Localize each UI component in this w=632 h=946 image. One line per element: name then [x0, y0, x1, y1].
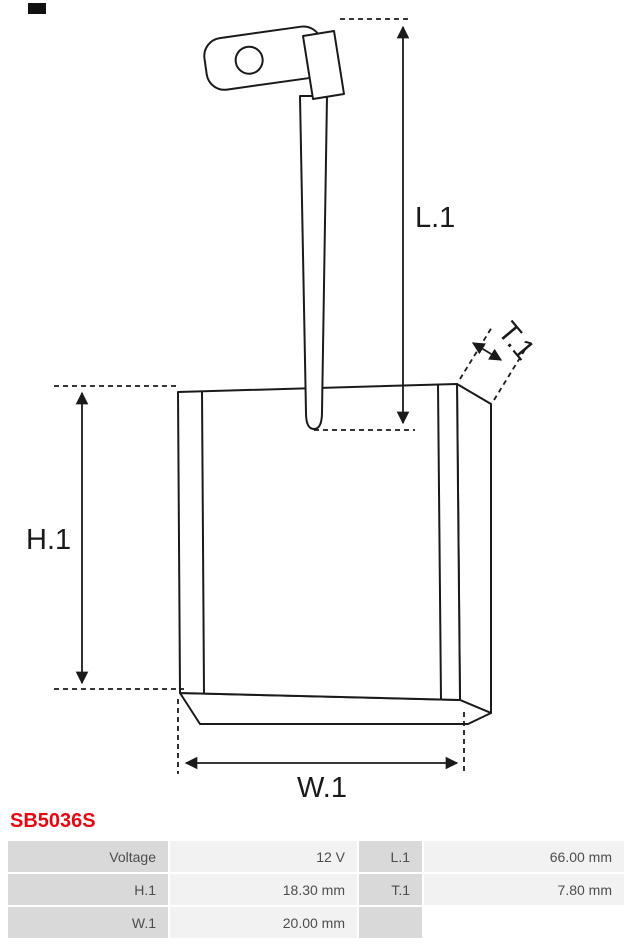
spec-value-voltage: 12 V [170, 841, 357, 872]
dim-length-label: L.1 [415, 202, 455, 234]
brush-edge-line-right [437, 384, 442, 701]
spec-value-l1: 66.00 mm [424, 841, 624, 872]
spec-value-w1: 20.00 mm [170, 907, 357, 938]
spec-label-empty [359, 907, 422, 938]
dim-height-label: H.1 [26, 524, 71, 556]
part-number: SB5036S [10, 810, 96, 832]
brush-edge-line-left [201, 390, 205, 695]
dim-thickness: T.1 [459, 316, 541, 401]
spec-label-h1: H.1 [8, 874, 168, 905]
dim-width: W.1 [177, 699, 465, 804]
dim-width-label: W.1 [297, 772, 347, 804]
technical-drawing: H.1 W.1 T.1 [26, 3, 541, 804]
dim-length: L.1 [314, 18, 455, 431]
dim-thickness-ext-1 [459, 326, 493, 380]
brush-front-face [177, 383, 461, 701]
spec-label-l1: L.1 [359, 841, 422, 872]
terminal-lug [203, 25, 345, 100]
lead-wire [299, 95, 328, 430]
dim-thickness-arrow [471, 342, 503, 361]
dim-thickness-ext-2 [493, 347, 527, 401]
brush-right-face [456, 383, 492, 714]
terminal-hole [234, 45, 264, 75]
spec-label-voltage: Voltage [8, 841, 168, 872]
spec-value-h1: 18.30 mm [170, 874, 357, 905]
logo-mark [28, 3, 46, 14]
dim-height: H.1 [26, 385, 184, 690]
terminal-tab [302, 30, 345, 100]
spec-value-empty [424, 907, 624, 938]
spec-label-w1: W.1 [8, 907, 168, 938]
spec-table: Voltage 12 V L.1 66.00 mm H.1 18.30 mm T… [8, 841, 624, 938]
brush-body [177, 383, 492, 725]
spec-label-t1: T.1 [359, 874, 422, 905]
spec-value-t1: 7.80 mm [424, 874, 624, 905]
lead-wire-outline [299, 95, 328, 430]
